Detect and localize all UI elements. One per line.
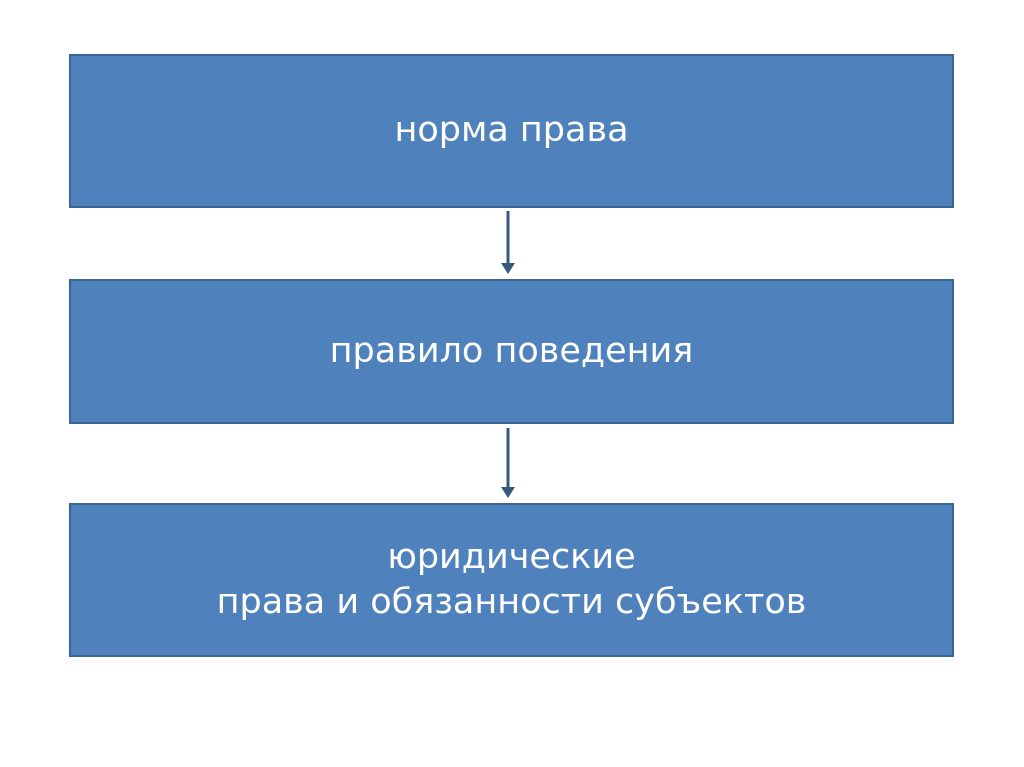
box-label: норма права bbox=[394, 110, 629, 151]
box-label: правило поведения bbox=[329, 330, 694, 371]
box-norma-prava: норма права bbox=[69, 54, 954, 208]
box-yuridicheskie-prava: юридические права и обязанности субъекто… bbox=[69, 503, 954, 657]
down-arrow-icon bbox=[498, 211, 518, 275]
box-label: юридические права и обязанности субъекто… bbox=[216, 536, 807, 623]
down-arrow-icon bbox=[498, 428, 518, 499]
box-pravilo-povedeniya: правило поведения bbox=[69, 279, 954, 424]
